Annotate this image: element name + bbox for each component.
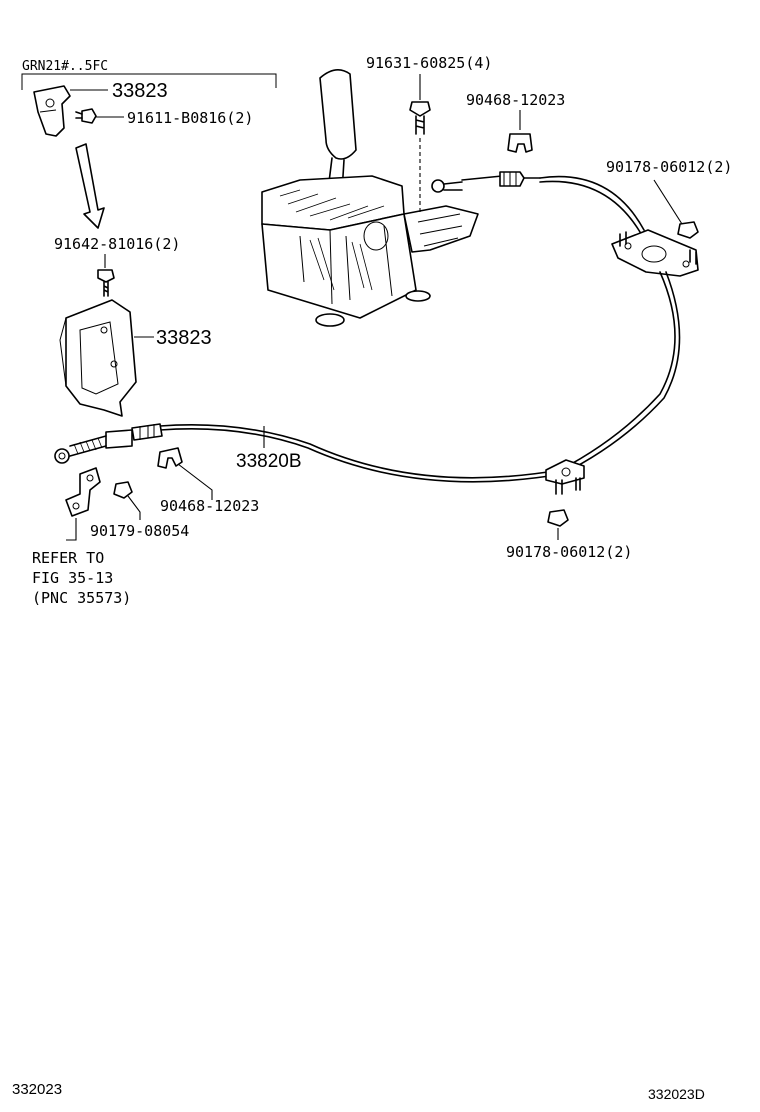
leader-clip-bottom	[177, 463, 213, 500]
variant-bracket	[21, 73, 277, 90]
nut-top-label: 90178-06012(2)	[606, 158, 732, 176]
cable-end-left	[54, 423, 163, 464]
refer-bracket-part	[65, 467, 101, 517]
cable-label: 33820B	[236, 451, 302, 472]
clip-bottom-part	[157, 447, 183, 469]
cable-clamp-bottom	[545, 459, 585, 495]
bolt-mount-label: 91642-81016(2)	[54, 235, 180, 253]
bolt-shifter-label: 91631-60825(4)	[366, 54, 492, 72]
assembly-arrow	[75, 143, 105, 229]
bolt-shifter-part	[409, 101, 431, 135]
bolt-mount-part	[97, 269, 115, 297]
leader-nut-top	[653, 179, 683, 225]
main-cable	[159, 271, 681, 483]
nut-bottom-part	[547, 509, 569, 527]
nut-small-label: 90179-08054	[90, 522, 189, 540]
variant-label: GRN21#..5FC	[22, 59, 108, 74]
footer-right: 332023D	[648, 1086, 705, 1102]
bracket-top-label: 33823	[112, 80, 168, 102]
lower-bracket-part	[59, 299, 137, 417]
refer-line3: (PNC 35573)	[32, 589, 131, 607]
cable-mount-plate	[611, 229, 699, 277]
bracket-bottom-label: 33823	[156, 327, 212, 349]
refer-line1: REFER TO	[32, 549, 104, 567]
leader-nut-small	[127, 495, 141, 520]
nut-small-part	[113, 481, 133, 499]
upper-bracket-part	[33, 85, 71, 137]
nut-top-part	[677, 221, 699, 239]
leader-refer	[66, 518, 77, 541]
clip-top-label: 90468-12023	[466, 91, 565, 109]
footer-left: 332023	[12, 1081, 62, 1098]
nut-bottom-label: 90178-06012(2)	[506, 543, 632, 561]
shift-lever-assembly	[261, 69, 479, 327]
upper-cable	[461, 171, 645, 233]
bolt-top-part	[75, 108, 97, 124]
bolt-top-label: 91611-B0816(2)	[127, 109, 253, 127]
clip-top-part	[507, 133, 533, 153]
clip-bottom-label: 90468-12023	[160, 497, 259, 515]
refer-line2: FIG 35-13	[32, 569, 113, 587]
